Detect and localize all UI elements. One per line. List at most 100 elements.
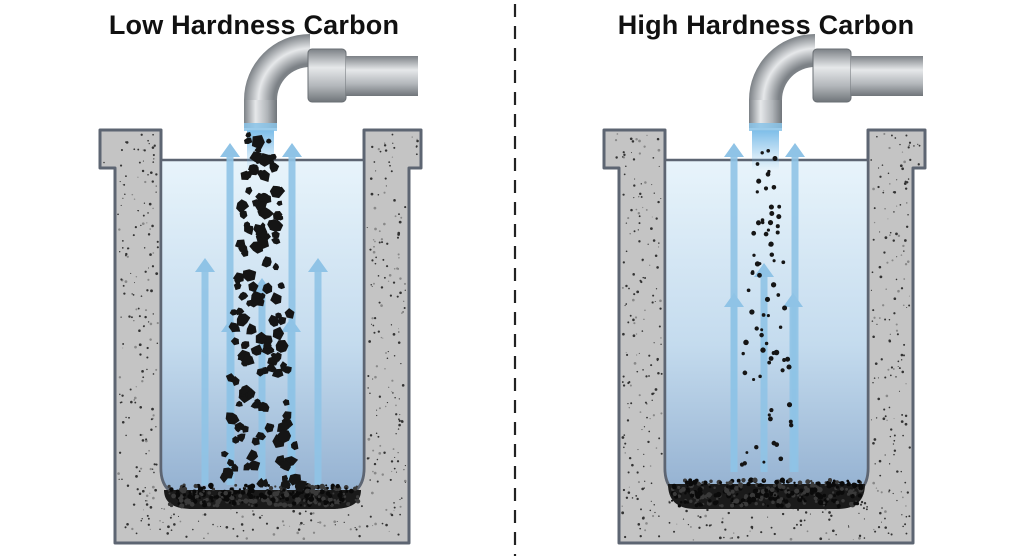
- upflow-arrow-head: [282, 143, 302, 157]
- concrete-speck: [309, 512, 313, 515]
- concrete-speck: [156, 342, 159, 345]
- concrete-speck: [760, 531, 763, 534]
- settled-granule: [782, 481, 785, 484]
- carbon-granule: [226, 458, 235, 467]
- concrete-speck: [631, 497, 634, 499]
- concrete-speck: [642, 206, 644, 209]
- concrete-speck: [119, 393, 121, 396]
- concrete-speck: [146, 514, 149, 517]
- carbon-granule: [247, 388, 256, 399]
- settled-granule: [794, 483, 798, 488]
- concrete-speck: [389, 294, 392, 297]
- concrete-speck: [874, 530, 877, 533]
- settled-granule: [179, 498, 184, 503]
- concrete-speck: [621, 436, 625, 439]
- concrete-speck: [135, 386, 137, 388]
- concrete-speck: [643, 426, 646, 428]
- concrete-speck: [891, 259, 894, 262]
- concrete-speck: [146, 356, 149, 359]
- concrete-speck: [902, 496, 904, 499]
- concrete-speck: [873, 207, 876, 210]
- settled-granule: [169, 487, 174, 492]
- settled-granule: [776, 490, 780, 493]
- concrete-speck: [138, 470, 141, 473]
- concrete-speck: [380, 238, 384, 241]
- settled-granule: [237, 498, 242, 502]
- concrete-speck: [155, 185, 157, 187]
- concrete-speck: [371, 285, 373, 287]
- concrete-speck: [144, 180, 147, 184]
- concrete-speck: [318, 521, 322, 524]
- carbon-granule: [771, 185, 777, 190]
- concrete-speck: [374, 262, 377, 265]
- concrete-speck: [657, 148, 661, 152]
- concrete-speck: [132, 503, 136, 506]
- concrete-speck: [651, 514, 655, 518]
- carbon-granule: [271, 368, 284, 378]
- concrete-speck: [886, 419, 888, 422]
- concrete-speck: [398, 423, 401, 427]
- concrete-speck: [151, 265, 155, 268]
- concrete-speck: [636, 471, 639, 474]
- concrete-speck: [623, 535, 627, 539]
- concrete-speck: [403, 282, 407, 285]
- concrete-speck: [872, 381, 874, 384]
- concrete-speck: [147, 517, 150, 520]
- concrete-speck: [886, 261, 889, 264]
- settled-granule: [325, 491, 331, 496]
- concrete-speck: [336, 521, 338, 523]
- settled-granule: [317, 502, 321, 506]
- settled-granule: [259, 493, 265, 499]
- concrete-speck: [656, 266, 659, 269]
- concrete-speck: [147, 267, 149, 269]
- carbon-granule: [247, 460, 261, 471]
- concrete-speck: [130, 400, 133, 404]
- high-hardness-title: High Hardness Carbon: [617, 10, 915, 40]
- concrete-speck: [151, 180, 154, 183]
- concrete-speck: [908, 141, 912, 144]
- carbon-granule: [788, 419, 793, 424]
- concrete-speck: [638, 215, 641, 218]
- concrete-speck: [649, 465, 652, 467]
- concrete-speck: [835, 533, 837, 536]
- concrete-speck: [303, 523, 305, 525]
- concrete-speck: [649, 417, 651, 420]
- settled-granule: [689, 493, 695, 498]
- concrete-speck: [637, 449, 639, 451]
- concrete-speck: [382, 258, 385, 261]
- concrete-speck: [333, 520, 337, 524]
- carbon-granule: [782, 305, 788, 311]
- concrete-speck: [147, 278, 150, 281]
- left-settled-carbon: [167, 482, 361, 509]
- concrete-speck: [146, 346, 149, 350]
- settled-granule: [739, 485, 743, 489]
- concrete-speck: [633, 293, 636, 296]
- right-settled-carbon: [670, 477, 864, 509]
- concrete-speck: [396, 236, 400, 239]
- concrete-speck: [358, 534, 361, 538]
- concrete-speck: [122, 347, 124, 349]
- settled-granule: [314, 501, 318, 505]
- concrete-speck: [119, 401, 122, 404]
- concrete-speck: [881, 491, 883, 494]
- settled-granule: [679, 500, 683, 504]
- settled-granule: [826, 497, 830, 501]
- concrete-speck: [401, 384, 405, 387]
- concrete-speck: [150, 418, 153, 421]
- concrete-speck: [883, 251, 886, 254]
- carbon-granule: [765, 171, 771, 177]
- concrete-speck: [358, 525, 361, 528]
- concrete-speck: [138, 329, 141, 332]
- concrete-speck: [140, 295, 143, 297]
- concrete-speck: [142, 434, 144, 436]
- settled-granule: [810, 481, 815, 486]
- settled-granule: [803, 499, 807, 503]
- concrete-speck: [647, 243, 649, 245]
- concrete-speck: [913, 145, 915, 147]
- settled-granule: [697, 486, 703, 493]
- concrete-speck: [893, 297, 897, 301]
- settled-granule: [800, 493, 803, 496]
- concrete-speck: [634, 316, 638, 319]
- concrete-speck: [644, 401, 647, 404]
- concrete-speck: [660, 198, 662, 200]
